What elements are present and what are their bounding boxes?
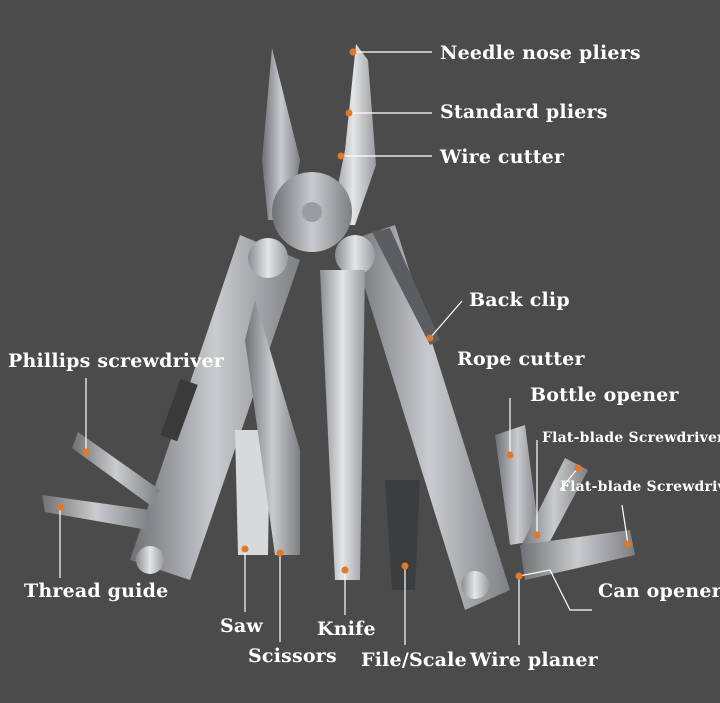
label-file-scale: File/Scale xyxy=(361,649,467,671)
label-bottle-opener: Bottle opener xyxy=(530,384,679,406)
marker-dots xyxy=(56,48,632,580)
can-opener-tool xyxy=(520,530,635,580)
knife-blade xyxy=(320,270,365,580)
bottle-opener-tool xyxy=(495,425,540,545)
label-rope-cutter: Rope cutter xyxy=(457,348,585,370)
label-needle-nose-pliers: Needle nose pliers xyxy=(440,42,641,64)
label-phillips-screwdriver: Phillips screwdriver xyxy=(8,350,224,372)
label-thread-guide: Thread guide xyxy=(24,580,169,602)
label-back-clip: Back clip xyxy=(469,289,570,311)
leader-lines xyxy=(59,51,629,645)
label-flat-blade-screwdriver-1: Flat-blade Screwdriver xyxy=(542,430,720,446)
phillips-tool xyxy=(72,432,160,505)
pliers-jaws xyxy=(262,44,376,252)
right-handle xyxy=(335,225,510,610)
label-saw: Saw xyxy=(220,615,263,637)
label-standard-pliers: Standard pliers xyxy=(440,101,608,123)
saw-blade xyxy=(235,430,270,555)
label-scissors: Scissors xyxy=(248,645,337,667)
label-wire-planer: Wire planer xyxy=(470,649,598,671)
thread-guide-tool xyxy=(42,495,150,530)
label-flat-blade-screwdriver-2: Flat-blade Screwdriver xyxy=(560,479,720,495)
scissors-blade xyxy=(245,300,300,555)
label-wire-cutter: Wire cutter xyxy=(440,146,565,168)
label-knife: Knife xyxy=(317,618,376,640)
file-tool xyxy=(385,480,420,590)
label-can-opener: Can opener xyxy=(598,580,720,602)
